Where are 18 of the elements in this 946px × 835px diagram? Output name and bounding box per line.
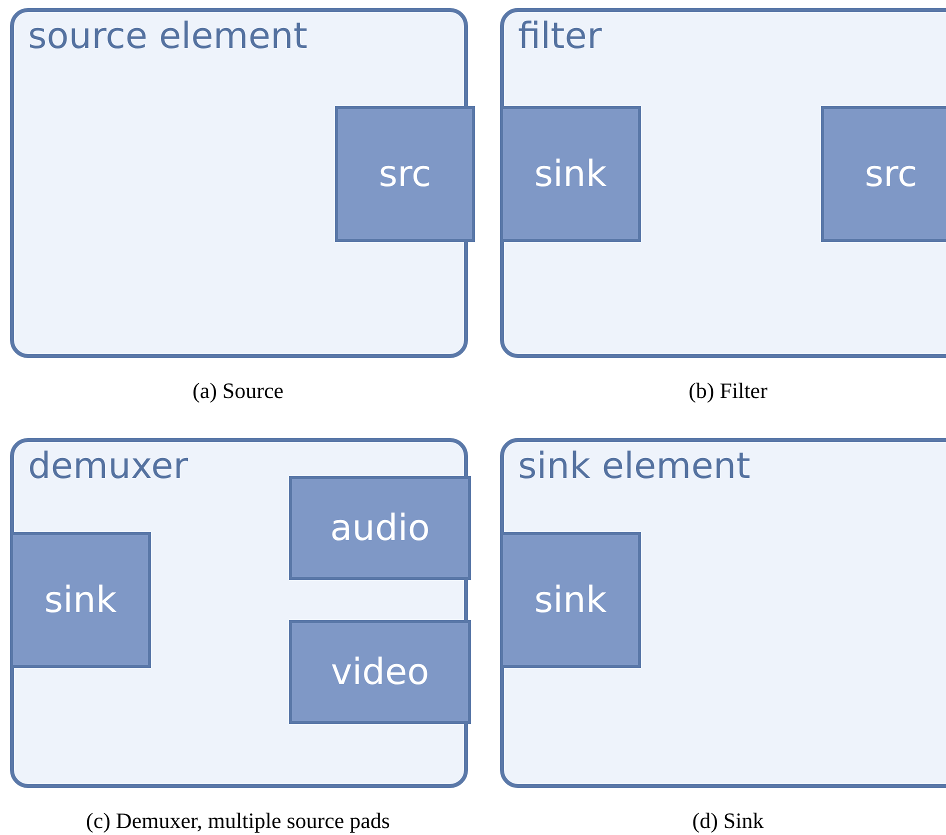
pad-box: sink: [10, 532, 151, 668]
element-panel: [500, 8, 946, 358]
pad-box: src: [821, 106, 946, 242]
panel-title: source element: [28, 16, 308, 57]
pad-box: sink: [500, 532, 641, 668]
pad-box: video: [289, 620, 471, 724]
element-panel: [500, 438, 946, 788]
figure-caption: (a) Source: [192, 378, 284, 404]
pad-box: audio: [289, 476, 471, 580]
figure-caption: (b) Filter: [688, 378, 768, 404]
figure-caption: (c) Demuxer, multiple source pads: [86, 808, 390, 834]
panel-title: sink element: [518, 446, 750, 487]
figure-caption: (d) Sink: [692, 808, 764, 834]
pad-box: src: [335, 106, 475, 242]
panel-title: demuxer: [28, 446, 188, 487]
pad-box: sink: [500, 106, 641, 242]
element-panel: [10, 438, 468, 788]
panel-title: filter: [518, 16, 602, 57]
